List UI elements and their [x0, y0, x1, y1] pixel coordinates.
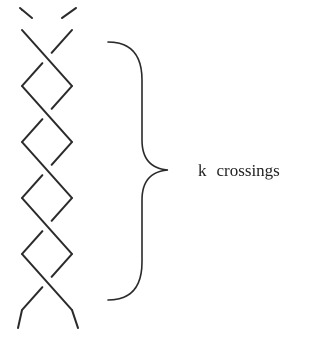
- under-strand: [21, 286, 44, 311]
- over-strand: [21, 29, 73, 87]
- crossing-count-variable: k: [198, 161, 207, 180]
- strand-end-top-left: [19, 7, 33, 19]
- over-strand: [21, 141, 73, 199]
- under-strand: [50, 141, 73, 166]
- under-strand: [21, 118, 44, 143]
- strand-end-top-right: [61, 7, 77, 19]
- under-strand: [50, 29, 73, 54]
- under-strand: [21, 174, 44, 199]
- crossings-label: k crossings: [198, 161, 280, 181]
- braid-strands: [17, 7, 79, 329]
- under-strand: [50, 85, 73, 110]
- under-strand: [21, 62, 44, 87]
- strand-end-bottom-left: [17, 309, 23, 329]
- over-strand: [21, 253, 73, 311]
- crossings-brace: [107, 41, 169, 301]
- strand-end-bottom-right: [71, 309, 79, 329]
- under-strand: [50, 197, 73, 222]
- under-strand: [50, 253, 73, 278]
- crossings-word: crossings: [216, 161, 280, 180]
- over-strand: [21, 85, 73, 143]
- over-strand: [21, 197, 73, 255]
- under-strand: [21, 230, 44, 255]
